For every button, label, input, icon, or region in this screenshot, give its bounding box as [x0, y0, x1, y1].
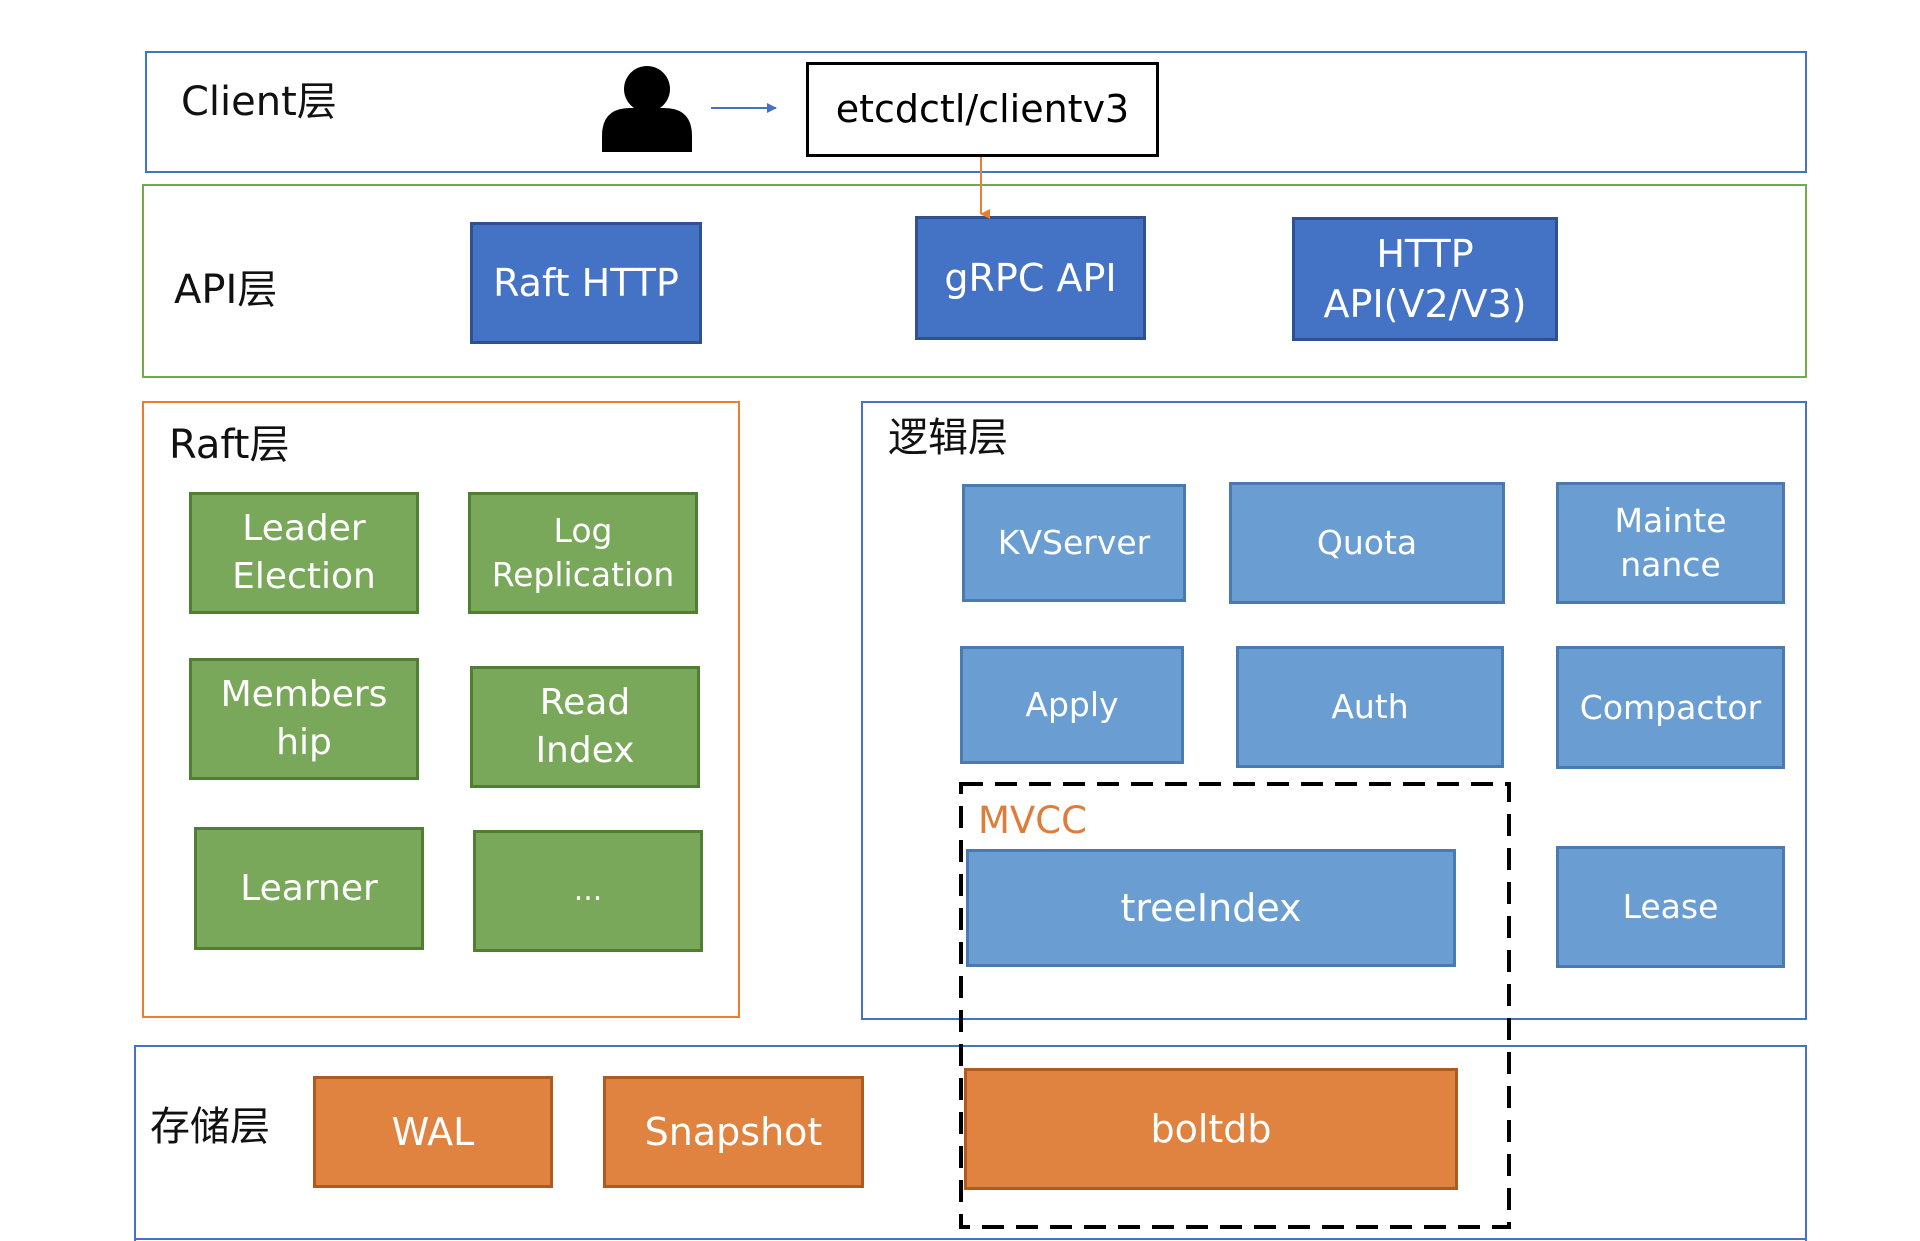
client-layer-label: Client层 — [181, 79, 337, 125]
kvserver-box: KVServer — [962, 484, 1186, 602]
compactor-box: Compactor — [1556, 646, 1785, 769]
leader-election-box: Leader Election — [189, 492, 419, 614]
raft-http-box: Raft HTTP — [470, 222, 702, 344]
client-box: etcdctl/clientv3 — [806, 62, 1159, 157]
more-box: ... — [473, 830, 703, 952]
client-layer — [145, 51, 1807, 173]
api-layer — [142, 184, 1807, 378]
membership-box: Members hip — [189, 658, 419, 780]
raft-layer-label: Raft层 — [169, 422, 290, 468]
wal-box: WAL — [313, 1076, 553, 1188]
apply-box: Apply — [960, 646, 1184, 764]
maintenance-box: Mainte nance — [1556, 482, 1785, 604]
snapshot-box: Snapshot — [603, 1076, 864, 1188]
http-api-box: HTTP API(V2/V3) — [1292, 217, 1558, 341]
logic-layer-label: 逻辑层 — [888, 415, 1008, 461]
lease-box: Lease — [1556, 846, 1785, 968]
learner-box: Learner — [194, 827, 424, 950]
raft-layer — [142, 401, 740, 1018]
storage-layer-label: 存储层 — [150, 1104, 270, 1150]
boltdb-box: boltdb — [964, 1068, 1458, 1190]
read-index-box: Read Index — [470, 666, 700, 788]
storage-layer-bottom-edge — [134, 1238, 1807, 1240]
quota-box: Quota — [1229, 482, 1505, 604]
grpc-api-box: gRPC API — [915, 216, 1146, 340]
tree-index-box: treeIndex — [966, 849, 1456, 967]
api-layer-label: API层 — [174, 267, 278, 313]
mvcc-label: MVCC — [978, 799, 1087, 842]
auth-box: Auth — [1236, 646, 1504, 768]
log-replication-box: Log Replication — [468, 492, 698, 614]
